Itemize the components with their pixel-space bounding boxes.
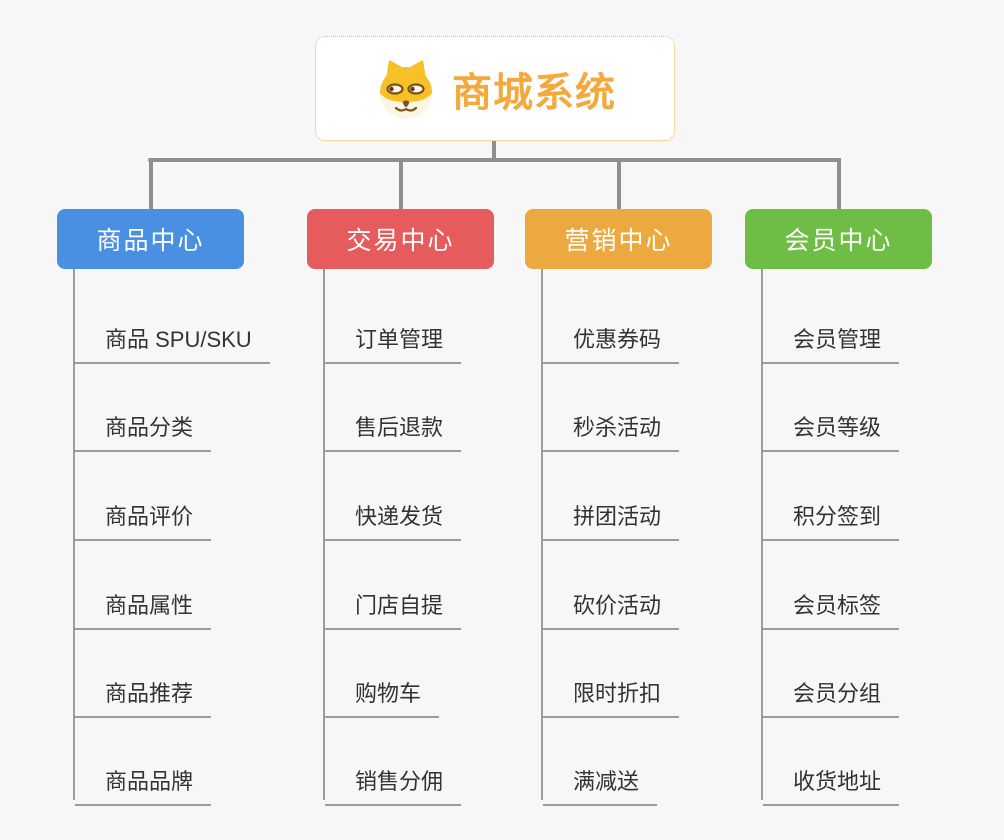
leaf-item[interactable]: 门店自提	[325, 580, 462, 630]
leaf-item[interactable]: 商品属性	[75, 580, 212, 630]
leaf-item[interactable]: 拼团活动	[543, 491, 680, 541]
leaf-item[interactable]: 满减送	[543, 756, 658, 806]
doge-icon	[380, 59, 432, 119]
leaf-item[interactable]: 快递发货	[325, 491, 462, 541]
connector-branch-drop	[148, 158, 153, 209]
connector-branch-drop	[616, 158, 621, 209]
leaf-item[interactable]: 秒杀活动	[543, 402, 680, 452]
leaf-item[interactable]: 商品分类	[75, 402, 212, 452]
branch-column: 订单管理售后退款快递发货门店自提购物车销售分佣	[323, 269, 545, 806]
root-node[interactable]: 商城系统	[315, 36, 675, 141]
connector-horizontal-bar	[148, 158, 840, 162]
branch-header-2[interactable]: 交易中心	[307, 209, 494, 269]
branch-column: 优惠券码秒杀活动拼团活动砍价活动限时折扣满减送	[541, 269, 763, 806]
branch-header-4[interactable]: 会员中心	[745, 209, 932, 269]
leaf-item[interactable]: 商品品牌	[75, 756, 212, 806]
connector-root-stub	[492, 141, 496, 160]
leaf-item[interactable]: 订单管理	[325, 314, 462, 364]
leaf-item[interactable]: 积分签到	[763, 491, 900, 541]
leaf-item[interactable]: 砍价活动	[543, 580, 680, 630]
branch-header-1[interactable]: 商品中心	[57, 209, 244, 269]
branch-column: 会员管理会员等级积分签到会员标签会员分组收货地址	[761, 269, 983, 806]
leaf-item[interactable]: 商品推荐	[75, 668, 212, 718]
leaf-item[interactable]: 优惠券码	[543, 314, 680, 364]
leaf-item[interactable]: 会员管理	[763, 314, 900, 364]
leaf-item[interactable]: 收货地址	[763, 756, 900, 806]
connector-branch-drop	[398, 158, 403, 209]
leaf-item[interactable]: 购物车	[325, 668, 440, 718]
leaf-item[interactable]: 限时折扣	[543, 668, 680, 718]
branch-header-3[interactable]: 营销中心	[525, 209, 712, 269]
leaf-item[interactable]: 商品 SPU/SKU	[75, 314, 270, 364]
root-title: 商城系统	[452, 70, 616, 115]
leaf-item[interactable]: 销售分佣	[325, 756, 462, 806]
leaf-item[interactable]: 会员分组	[763, 668, 900, 718]
branch-column: 商品 SPU/SKU 商品分类商品评价商品属性商品推荐商品品牌	[73, 269, 295, 806]
leaf-item[interactable]: 会员标签	[763, 580, 900, 630]
leaf-item[interactable]: 售后退款	[325, 402, 462, 452]
leaf-item[interactable]: 商品评价	[75, 491, 212, 541]
connector-branch-drop	[836, 158, 841, 209]
leaf-item[interactable]: 会员等级	[763, 402, 900, 452]
